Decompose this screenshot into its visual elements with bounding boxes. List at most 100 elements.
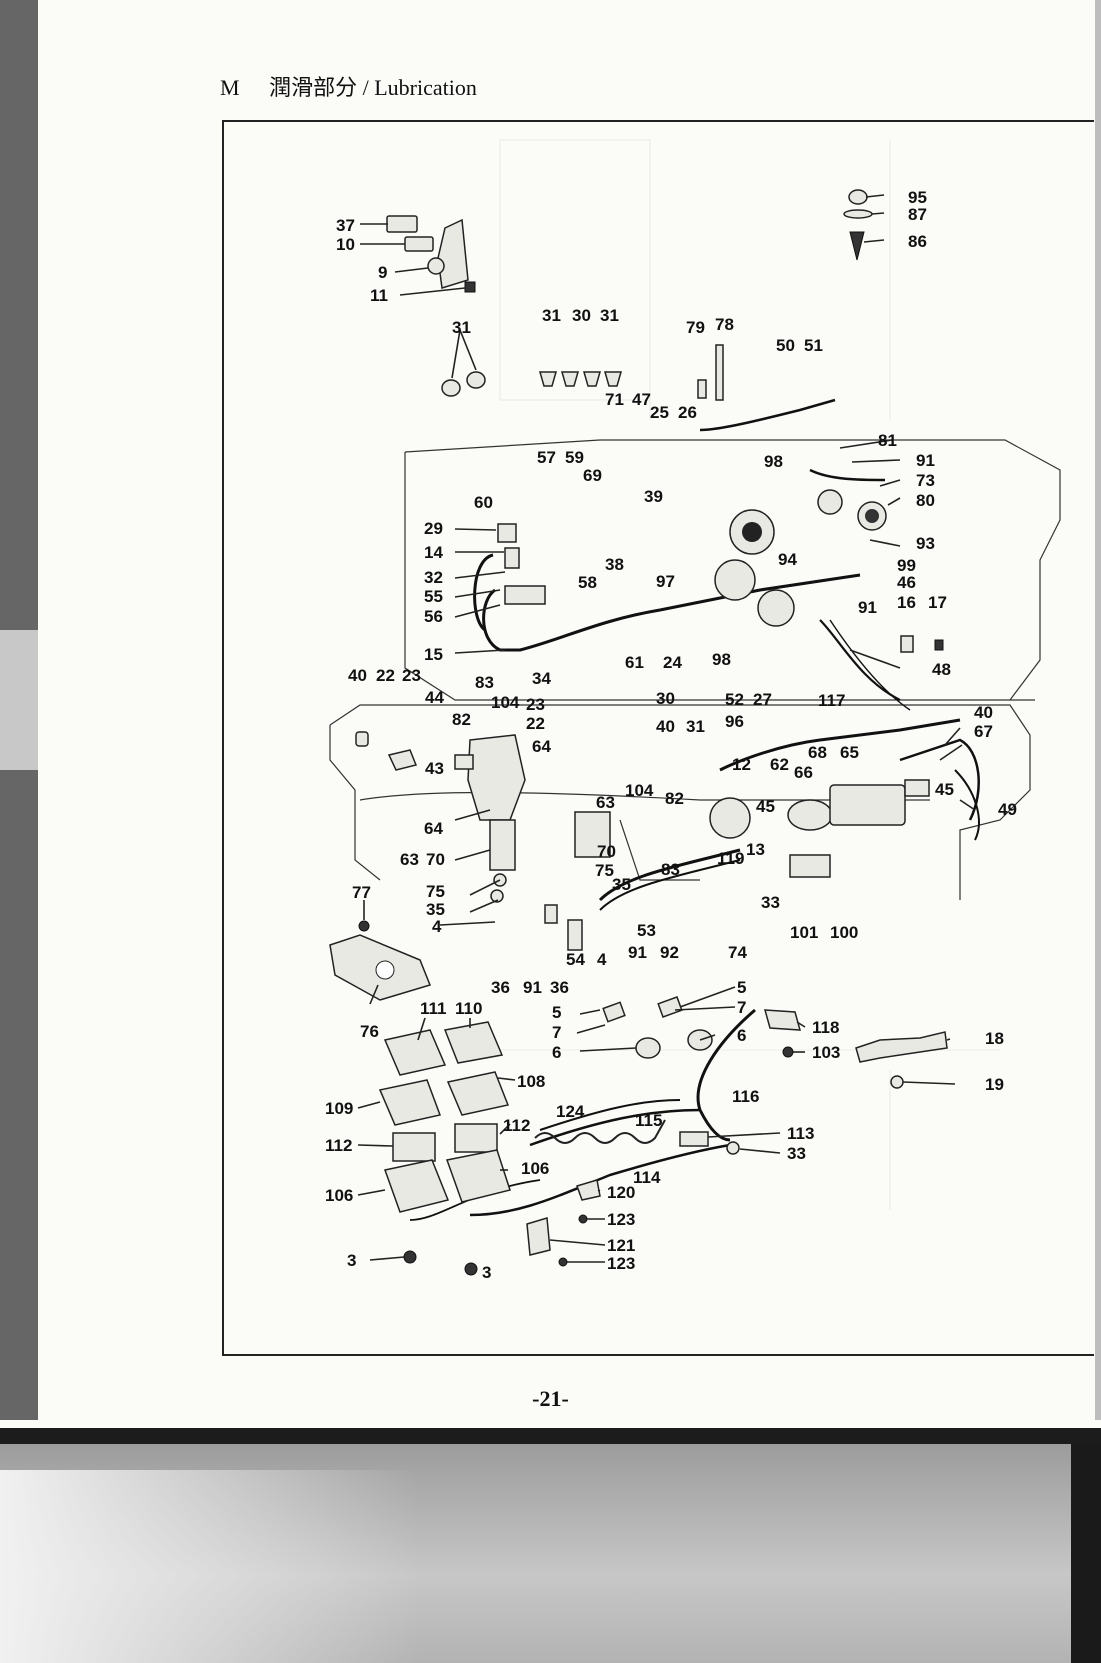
scan-left-edge [0,0,38,1420]
callout-32: 32 [424,568,443,587]
callout-5-b: 5 [552,1003,561,1022]
callout-124: 124 [556,1102,585,1121]
callout-104-a: 104 [491,693,520,712]
parts [329,189,948,1276]
callout-36-b: 36 [550,978,569,997]
callout-40-a: 40 [348,666,367,685]
callout-118: 118 [812,1018,839,1037]
callout-35-a: 35 [612,875,631,894]
callout-62: 62 [770,755,789,774]
scan-right-edge [1095,0,1101,1420]
callout-7-b: 7 [552,1023,561,1042]
callout-65: 65 [840,743,859,762]
callout-92: 92 [660,943,679,962]
callout-45-b: 45 [935,780,954,799]
title-separator: / [362,75,369,100]
callout-82-b: 82 [665,789,684,808]
callout-64-a: 64 [532,737,551,756]
callout-83-a: 83 [475,673,494,692]
callout-95: 95 [908,188,927,207]
callout-121: 121 [607,1236,635,1255]
callout-34: 34 [532,669,551,688]
callout-119: 119 [717,849,744,868]
callout-31-b: 31 [542,306,561,325]
callout-70-b: 70 [426,850,445,869]
callout-123-b: 123 [607,1254,635,1273]
callout-115: 115 [635,1111,662,1130]
callout-51: 51 [804,336,823,355]
callout-94: 94 [778,550,797,569]
callout-111: 111 [420,999,447,1018]
callout-30: 30 [572,306,591,325]
callout-75-b: 75 [426,882,445,901]
callout-63-b: 63 [400,850,419,869]
callout-123-a: 123 [607,1210,635,1229]
callout-108: 108 [517,1072,545,1091]
exploded-parts-diagram: 37 10 9 11 31 31 30 31 79 78 50 51 71 47… [325,139,1061,1282]
callout-112-b: 112 [325,1136,352,1155]
callout-57: 57 [537,448,556,467]
page-number: -21- [532,1386,569,1411]
callout-43: 43 [425,759,444,778]
callout-7-a: 7 [737,998,746,1017]
callout-117: 117 [818,691,845,710]
callout-22-a: 22 [376,666,395,685]
callout-39: 39 [644,487,663,506]
callout-98-a: 98 [764,452,783,471]
callout-46: 46 [897,573,916,592]
callout-82-a: 82 [452,710,471,729]
callout-11: 11 [370,286,388,305]
callout-80: 80 [916,491,935,510]
callout-29: 29 [424,519,443,538]
callout-59: 59 [565,448,584,467]
callout-53: 53 [637,921,656,940]
callout-16: 16 [897,593,916,612]
callout-10: 10 [336,235,355,254]
callout-77: 77 [352,883,371,902]
callout-79: 79 [686,318,705,337]
callout-114: 114 [633,1168,661,1187]
callout-61: 61 [625,653,644,672]
callout-27: 27 [753,690,772,709]
callout-23-b: 23 [526,695,545,714]
callout-44: 44 [425,688,444,707]
callout-81: 81 [878,431,897,450]
callout-93: 93 [916,534,935,553]
callout-86: 86 [908,232,927,251]
callout-18: 18 [985,1029,1004,1048]
diagram-frame [222,120,1094,1356]
callout-98-b: 98 [712,650,731,669]
callout-14: 14 [424,543,443,562]
callout-49: 49 [998,800,1017,819]
oil-tubes [409,398,980,1221]
callout-91-a: 91 [916,451,935,470]
part-callouts: 37 10 9 11 31 31 30 31 79 78 50 51 71 47… [325,188,1017,1282]
callout-75-a: 75 [595,861,614,880]
callout-17: 17 [928,593,947,612]
callout-6-a: 6 [737,1026,746,1045]
callout-56: 56 [424,607,443,626]
callout-104-b: 104 [625,781,654,800]
callout-13: 13 [746,840,765,859]
callout-19: 19 [985,1075,1004,1094]
callout-63-a: 63 [596,793,615,812]
callout-91-c: 91 [628,943,647,962]
section-letter: M [220,75,240,100]
callout-112-a: 112 [503,1116,530,1135]
callout-40-c: 40 [974,703,993,722]
callout-64-b: 64 [424,819,443,838]
callout-26: 26 [678,403,697,422]
callout-76: 76 [360,1022,379,1041]
callout-3-a: 3 [347,1251,356,1270]
callout-55: 55 [424,587,443,606]
callout-74: 74 [728,943,747,962]
callout-106-b: 106 [325,1186,353,1205]
title-english: Lubrication [374,75,477,100]
callout-83-b: 83 [661,860,680,879]
callout-91-b: 91 [858,598,877,617]
callout-3-b: 3 [482,1263,491,1282]
callout-106-a: 106 [521,1159,549,1178]
callout-58: 58 [578,573,597,592]
callout-12: 12 [732,755,751,774]
